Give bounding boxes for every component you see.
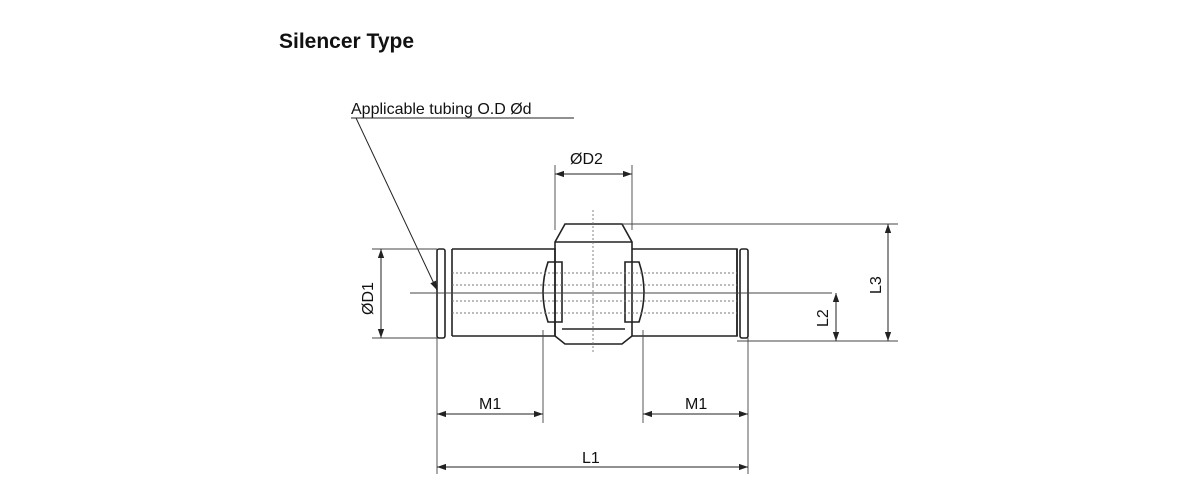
left-release-ring bbox=[436, 248, 446, 339]
diagram-title: Silencer Type bbox=[279, 30, 415, 53]
l3-dimension: L3 bbox=[622, 223, 898, 342]
tubing-od-label: Applicable tubing O.D Ød bbox=[351, 101, 532, 118]
right-cylinder bbox=[632, 248, 738, 337]
central-boss bbox=[554, 223, 633, 345]
right-release-ring bbox=[739, 248, 749, 339]
d1-dimension: ØD1 bbox=[360, 248, 437, 339]
m1-left-dimension: M1 bbox=[436, 330, 544, 474]
l2-dimension: L2 bbox=[815, 293, 840, 341]
d2-dimension: ØD2 bbox=[554, 151, 633, 230]
l2-label: L2 bbox=[815, 309, 832, 327]
tubing-od-annotation: Applicable tubing O.D Ød bbox=[351, 101, 574, 291]
l1-label: L1 bbox=[582, 450, 600, 467]
silencer-body bbox=[410, 210, 832, 352]
left-bulge bbox=[542, 261, 563, 323]
m1-right-dimension: M1 bbox=[642, 330, 749, 474]
m1-right-label: M1 bbox=[685, 396, 707, 413]
d2-label: ØD2 bbox=[570, 151, 603, 168]
right-bulge bbox=[624, 261, 645, 323]
l1-dimension: L1 bbox=[437, 450, 748, 471]
d1-label: ØD1 bbox=[360, 282, 377, 315]
left-cylinder bbox=[452, 248, 556, 337]
l3-label: L3 bbox=[868, 276, 885, 294]
m1-left-label: M1 bbox=[479, 396, 501, 413]
